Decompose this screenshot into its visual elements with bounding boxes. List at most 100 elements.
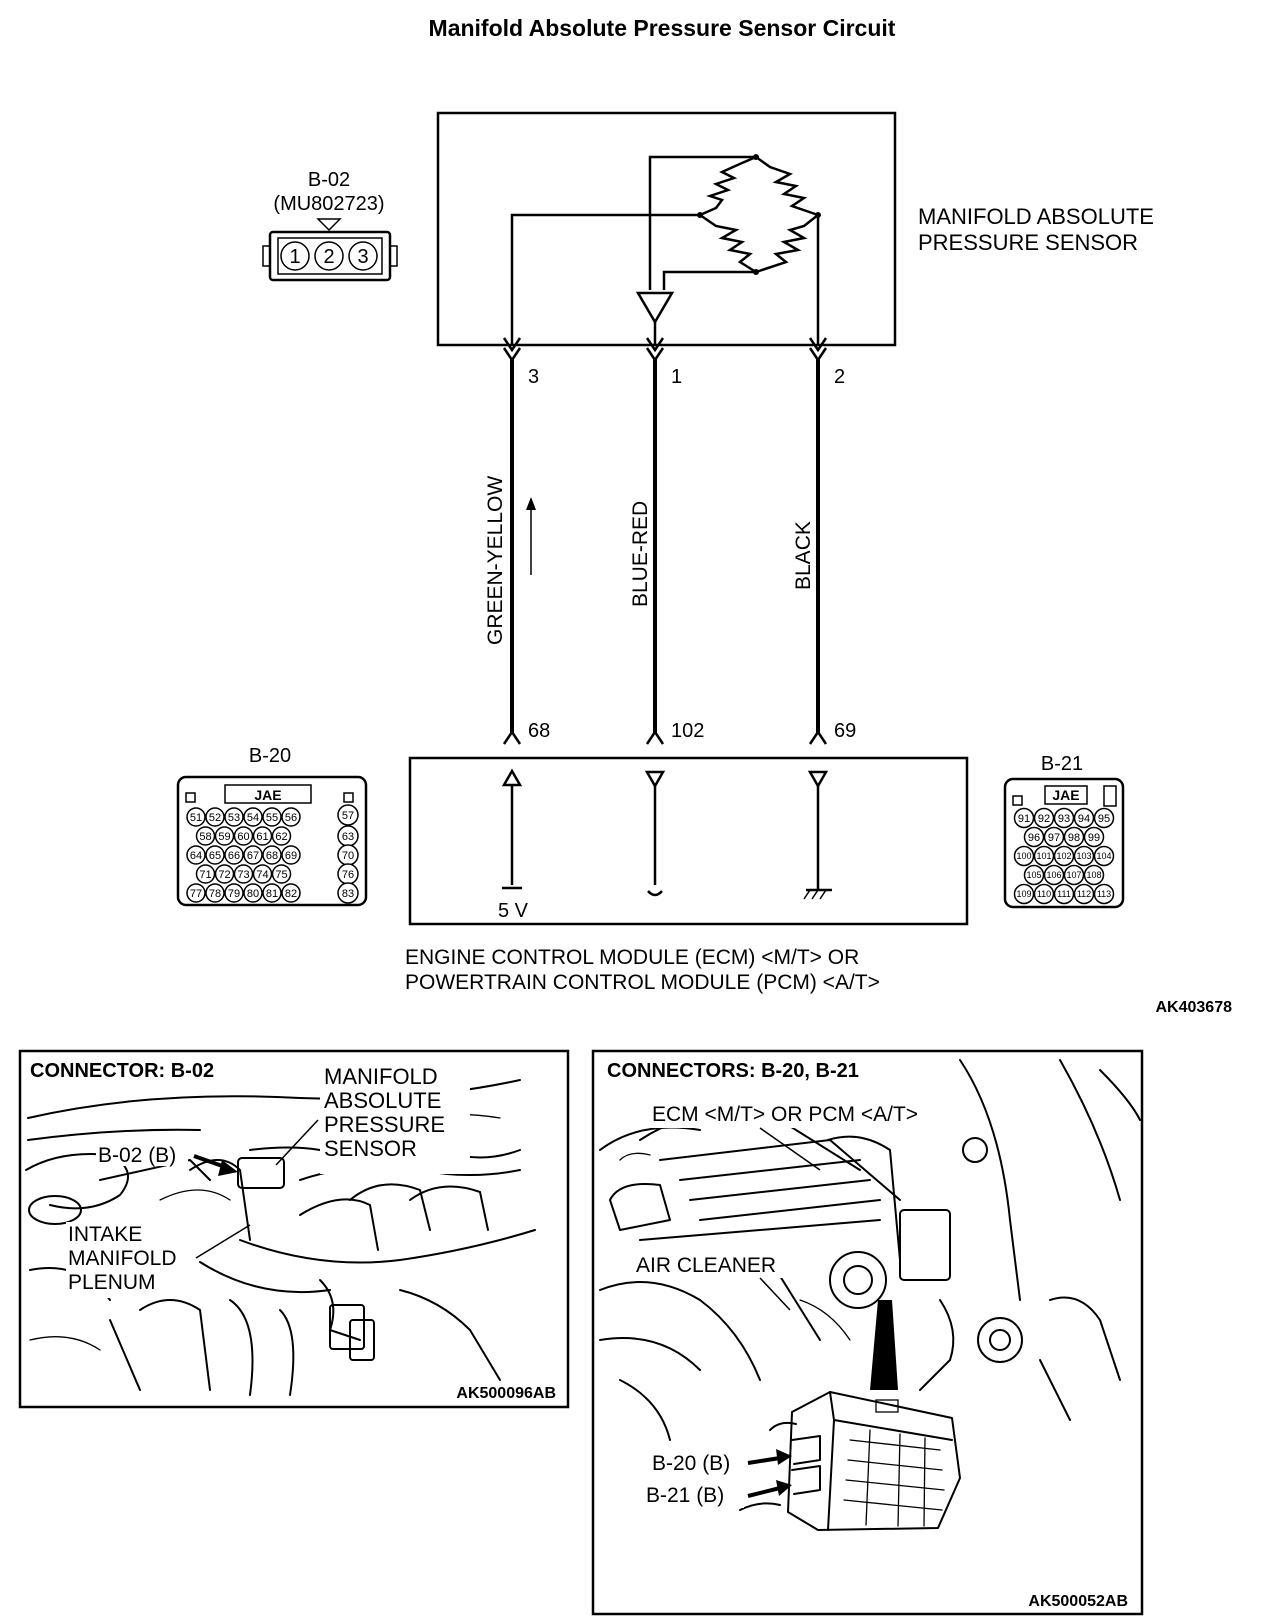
ecm-pin-label: 68 [528, 720, 550, 742]
connector-pin [186, 883, 206, 903]
connector-pin [252, 826, 273, 846]
connector-pin [195, 864, 216, 884]
connector-pin [1053, 883, 1075, 905]
connector-pin-label: 92 [1038, 813, 1050, 825]
panel-b02-sensor-label: ABSOLUTE [324, 1088, 441, 1113]
panel-b21-label: B-21 (B) [646, 1484, 724, 1507]
connector-pin-label: 75 [275, 869, 287, 881]
connector-pin [186, 845, 206, 865]
connector-pin [1023, 864, 1045, 886]
connector-pin-label: 64 [190, 850, 202, 862]
connector-pin-label: 57 [342, 810, 354, 822]
connector-pin-label: 63 [342, 831, 354, 843]
connector-pin-label: 66 [228, 850, 240, 862]
connector-pin [214, 826, 235, 846]
panel-b20-title: CONNECTORS: B-20, B-21 [607, 1060, 859, 1082]
connector-pin [1033, 845, 1055, 867]
page-title: Manifold Absolute Pressure Sensor Circui… [429, 15, 896, 41]
connector-pin-label: 74 [256, 869, 268, 881]
connector-b21-id: B-21 [1041, 753, 1083, 775]
panel-b02-title: CONNECTOR: B-02 [30, 1060, 214, 1082]
ecm-pin-label: 69 [834, 720, 856, 742]
b21-brand: JAE [1052, 787, 1079, 803]
connector-pin [1093, 845, 1115, 867]
panel-connectors-b20-b21: CONNECTORS: B-20, B-21 ECM <M/T> OR PCM … [591, 1049, 1144, 1616]
panel-b02-sensor-label: SENSOR [324, 1136, 417, 1161]
connector-pin [1083, 864, 1105, 886]
connector-b02-id: B-02 [308, 169, 350, 191]
panel-b02-figure-id: AK500096AB [456, 1385, 556, 1402]
connector-pin [1013, 883, 1035, 905]
connector-pin-label: 104 [1096, 851, 1111, 861]
connector-pin-label: 97 [1048, 832, 1060, 844]
connector-pin-label: 55 [266, 812, 278, 824]
connector-pin-label: 77 [190, 888, 202, 900]
ecm-location-pointer [870, 1300, 898, 1390]
panel-b20-label: B-20 (B) [652, 1452, 730, 1475]
sensor-housing [436, 111, 897, 347]
sensor-pin-label: 2 [834, 366, 845, 388]
connector-pin-label: 105 [1026, 870, 1041, 880]
sensor-pin-label: 1 [671, 366, 682, 388]
connector-pin-label: 61 [256, 831, 268, 843]
connector-pin-label: 96 [1028, 832, 1040, 844]
connector-pin [205, 807, 225, 827]
connector-pin-label: 73 [237, 869, 249, 881]
panel-connector-b02: CONNECTOR: B-02 MANIFOLD ABSOLUTE PRESSU… [18, 1049, 570, 1409]
panel-air-cleaner-label: AIR CLEANER [636, 1254, 776, 1277]
connector-pin-label: 98 [1068, 832, 1080, 844]
wire-color-label: GREEN-YELLOW [484, 476, 507, 645]
ecm-label-line2: POWERTRAIN CONTROL MODULE (PCM) <A/T> [405, 971, 880, 994]
connector-pin [1023, 826, 1045, 848]
figure-id-main: AK403678 [1156, 999, 1233, 1016]
connector-pin-label: 81 [266, 888, 278, 900]
connector-pin-label: 82 [285, 888, 297, 900]
connector-pin [243, 845, 263, 865]
connector-pin-label: 101 [1036, 851, 1051, 861]
ecm-supply-label: 5 V [498, 900, 529, 922]
wire-harness [502, 337, 828, 745]
connector-pin [1033, 883, 1055, 905]
connector-pin-label: 100 [1016, 851, 1031, 861]
connector-pin [224, 883, 244, 903]
connector-pin-label: 52 [209, 812, 221, 824]
b20-brand: JAE [254, 787, 281, 803]
connector-pin [1093, 807, 1115, 829]
connector-pin-label: 79 [228, 888, 240, 900]
ecm-module-sketch [739, 1391, 961, 1531]
connector-pin [1073, 845, 1095, 867]
connector-pin-label: 93 [1058, 813, 1070, 825]
connector-pin-label: 99 [1088, 832, 1100, 844]
connector-pin [1063, 826, 1085, 848]
connector-pin [243, 883, 263, 903]
connector-pin-label: 78 [209, 888, 221, 900]
connector-b20-id: B-20 [249, 745, 291, 767]
connector-pin [337, 882, 359, 904]
connector-pin-label: 69 [285, 850, 297, 862]
connector-pin-label: 111 [1057, 889, 1071, 899]
panel-b02-plenum-label: MANIFOLD [68, 1247, 177, 1270]
connector-pin [281, 807, 301, 827]
connector-pin-label: 60 [237, 831, 249, 843]
connector-pin [271, 864, 292, 884]
panel-b02-sensor-label: MANIFOLD [324, 1064, 438, 1089]
connector-pin [1043, 826, 1065, 848]
connector-pin [281, 883, 301, 903]
b02-pin: 2 [323, 246, 334, 268]
connector-b02-face: B-02 (MU802723) 1 2 3 [262, 169, 398, 282]
connector-pin-label: 67 [247, 850, 259, 862]
panel-b20-figure-id: AK500052AB [1028, 1593, 1128, 1610]
connector-pin-label: 91 [1018, 813, 1030, 825]
connector-pin [205, 845, 225, 865]
connector-pin [243, 807, 263, 827]
connector-pin [262, 883, 282, 903]
b02-pin: 3 [357, 246, 368, 268]
connector-pin-label: 65 [209, 850, 221, 862]
pressure-sensor [436, 111, 897, 347]
connector-pin-label: 56 [285, 812, 297, 824]
panel-b02-plenum-label: PLENUM [68, 1271, 156, 1294]
connector-pin-label: 103 [1076, 851, 1091, 861]
